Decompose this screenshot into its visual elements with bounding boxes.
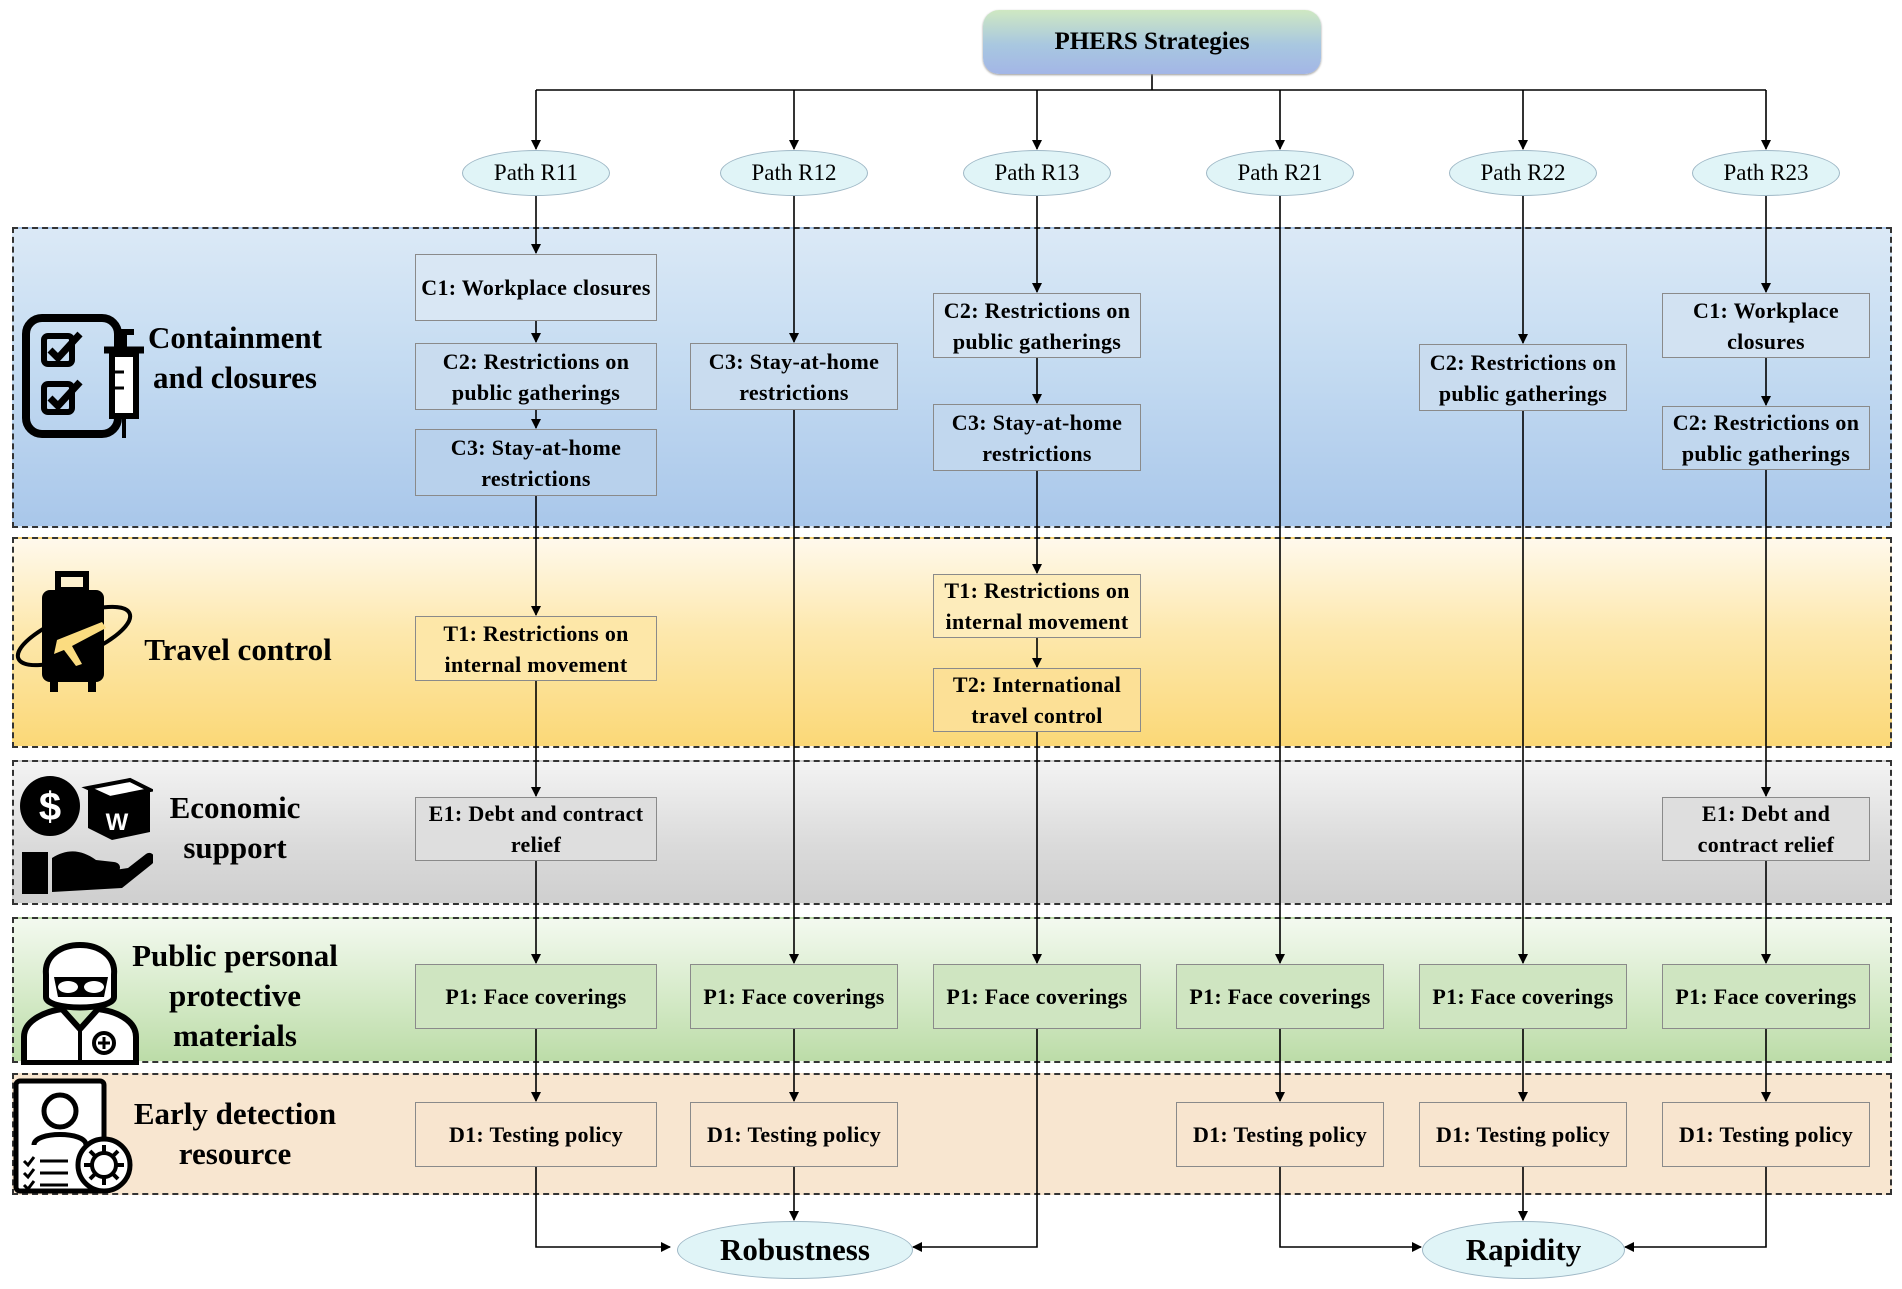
path-r12: Path R12 (720, 150, 868, 196)
band-label-protective: Public personal protective materials (132, 938, 338, 1053)
diagram-title: PHERS Strategies (983, 10, 1321, 74)
band-label-economic: Economic support (169, 790, 301, 865)
r11-c1-box: C1: Workplace closures (415, 254, 657, 321)
r11-e1-box: E1: Debt and contract relief (415, 797, 657, 861)
path-r13: Path R13 (963, 150, 1111, 196)
r22-p1-box: P1: Face coverings (1419, 964, 1627, 1029)
checklist-syringe-icon (22, 314, 144, 438)
r23-c1-box: C1: Workplace closures (1662, 293, 1870, 358)
r23-d1-box: D1: Testing policy (1662, 1102, 1870, 1167)
r13-t1-box: T1: Restrictions on internal movement (933, 574, 1141, 638)
protective-suit-icon (21, 942, 139, 1065)
r22-c2-box: C2: Restrictions on public gatherings (1419, 344, 1627, 411)
r13-c3-box: C3: Stay-at-home restrictions (933, 404, 1141, 471)
r11-c3-box: C3: Stay-at-home restrictions (415, 429, 657, 496)
r13-p1-box: P1: Face coverings (933, 964, 1141, 1029)
r21-d1-box: D1: Testing policy (1176, 1102, 1384, 1167)
path-r11: Path R11 (462, 150, 610, 196)
luggage-plane-icon (15, 571, 133, 692)
r22-d1-box: D1: Testing policy (1419, 1102, 1627, 1167)
band-label-travel: Travel control (144, 632, 332, 667)
outcome-robustness: Robustness (677, 1221, 913, 1279)
band-label-containment: Containment and closures (148, 320, 322, 395)
path-r21: Path R21 (1206, 150, 1354, 196)
r11-c2-box: C2: Restrictions on public gatherings (415, 343, 657, 410)
band-label-detection: Early detection resource (133, 1096, 337, 1171)
r11-d1-box: D1: Testing policy (415, 1102, 657, 1167)
r13-t2-box: T2: International travel control (933, 668, 1141, 732)
band-economic (12, 760, 1892, 905)
r13-c2-box: C2: Restrictions on public gatherings (933, 293, 1141, 358)
r23-e1-box: E1: Debt and contract relief (1662, 797, 1870, 861)
r12-c3-box: C3: Stay-at-home restrictions (690, 343, 898, 410)
path-r23: Path R23 (1692, 150, 1840, 196)
outcome-rapidity: Rapidity (1422, 1221, 1625, 1279)
r23-p1-box: P1: Face coverings (1662, 964, 1870, 1029)
r11-p1-box: P1: Face coverings (415, 964, 657, 1029)
r23-c2-box: C2: Restrictions on public gatherings (1662, 406, 1870, 470)
r21-p1-box: P1: Face coverings (1176, 964, 1384, 1029)
r12-p1-box: P1: Face coverings (690, 964, 898, 1029)
svg-text:$: $ (39, 785, 61, 829)
money-hand-icon: $ W (20, 776, 153, 894)
patient-virus-report-icon (13, 1078, 133, 1194)
r11-t1-box: T1: Restrictions on internal movement (415, 616, 657, 681)
path-r22: Path R22 (1449, 150, 1597, 196)
svg-text:W: W (106, 809, 129, 836)
r12-d1-box: D1: Testing policy (690, 1102, 898, 1167)
